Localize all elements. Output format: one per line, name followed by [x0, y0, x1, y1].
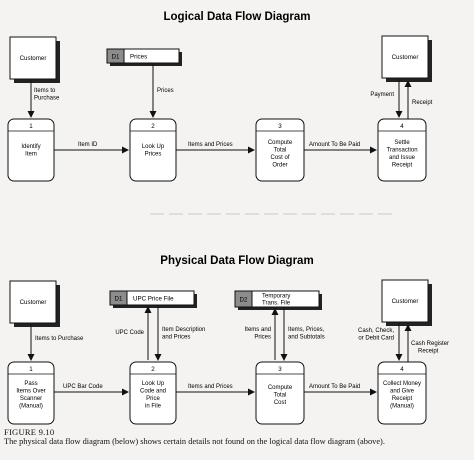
caption-text: The physical data flow diagram (below) s…	[4, 437, 385, 446]
svg-text:Items and Prices: Items and Prices	[188, 142, 233, 148]
logical-diagram: Logical Data Flow Diagram Customer D1 Pr…	[7, 11, 433, 182]
flow-item-id: Item ID	[54, 142, 129, 154]
svg-text:Cash, Check,or Debit Card: Cash, Check,or Debit Card	[358, 328, 394, 342]
store-label: UPC Price File	[133, 296, 174, 303]
process-number: 4	[400, 366, 404, 373]
svg-text:Receipt: Receipt	[412, 100, 433, 106]
flow-items-to-purchase: Items to Purchase	[27, 324, 84, 361]
flow-amount-to-be-paid: Amount To Be Paid	[304, 384, 377, 396]
svg-text:Amount To Be Paid: Amount To Be Paid	[309, 384, 360, 390]
entity-label: Customer	[392, 298, 419, 305]
process-number: 4	[400, 123, 404, 130]
flow-items-and-prices-to-p3: Items and Prices	[176, 384, 255, 396]
svg-text:Prices: Prices	[157, 88, 174, 94]
physical-title: Physical Data Flow Diagram	[160, 255, 313, 267]
process-number: 3	[278, 123, 282, 130]
store-label: Prices	[130, 54, 147, 61]
process-number: 1	[29, 366, 33, 373]
data-store-d1: D1 UPC Price File	[109, 290, 197, 308]
svg-text:UPC Bar Code: UPC Bar Code	[63, 384, 103, 390]
flow-receipt: Receipt	[404, 80, 433, 119]
svg-text:Amount To Be Paid: Amount To Be Paid	[309, 142, 360, 148]
flow-items-prices-subtotals: Items, Prices,and Subtotals	[280, 308, 325, 361]
external-entity-customer-sink: Customer	[381, 35, 432, 82]
process-number: 1	[29, 123, 33, 130]
entity-label: Customer	[392, 54, 419, 61]
store-id: D2	[240, 297, 248, 304]
svg-text:Items, Prices,and Subtotals: Items, Prices,and Subtotals	[288, 327, 325, 341]
process-number: 3	[278, 366, 282, 373]
store-id: D1	[112, 54, 120, 61]
flow-payment: Payment	[370, 79, 403, 118]
svg-text:Item ID: Item ID	[78, 142, 98, 148]
flow-upc-bar-code: UPC Bar Code	[54, 384, 129, 396]
svg-text:Payment: Payment	[370, 92, 394, 98]
flow-prices: Prices	[149, 64, 174, 118]
logical-title: Logical Data Flow Diagram	[164, 11, 311, 23]
external-entity-customer-sink: Customer	[381, 279, 432, 326]
flow-amount-to-be-paid: Amount To Be Paid	[304, 142, 377, 154]
physical-diagram: Physical Data Flow Diagram Customer D1 U…	[7, 255, 449, 425]
svg-text:Items and Prices: Items and Prices	[188, 384, 233, 390]
entity-label: Customer	[20, 299, 47, 306]
external-entity-customer-source: Customer	[9, 280, 60, 327]
process-number: 2	[151, 123, 155, 130]
data-flow-diagrams: Logical Data Flow Diagram Customer D1 Pr…	[7, 11, 449, 425]
flow-items-and-prices: Items and Prices	[176, 142, 255, 154]
figure-number: FIGURE 9.10	[4, 427, 55, 437]
figure-caption: FIGURE 9.10 The physical data flow diagr…	[4, 427, 470, 447]
process-number: 2	[151, 366, 155, 373]
svg-text:Items to Purchase: Items to Purchase	[35, 336, 84, 342]
svg-text:UPC Code: UPC Code	[115, 330, 144, 336]
data-store-d1: D1 Prices	[106, 48, 182, 66]
external-entity-customer-source: Customer	[9, 36, 60, 83]
store-id: D1	[115, 296, 123, 303]
flow-upc-code: UPC Code	[115, 306, 152, 360]
flow-cash-check-debit: Cash, Check,or Debit Card	[358, 323, 403, 361]
entity-label: Customer	[20, 55, 47, 62]
